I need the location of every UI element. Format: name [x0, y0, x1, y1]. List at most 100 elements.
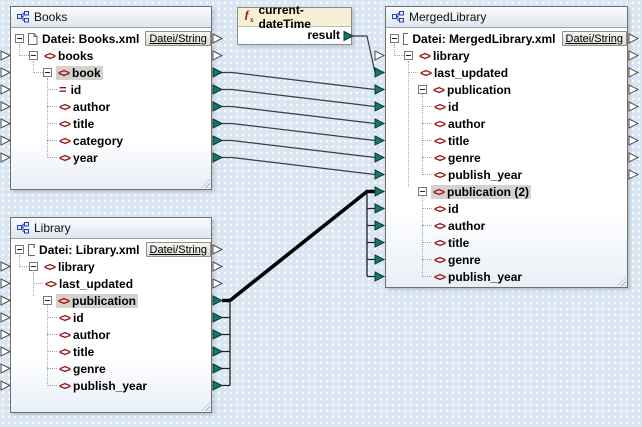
file-row[interactable]: Datei: Library.xml Datei/String: [11, 241, 211, 258]
wire-result-to-last-updated[interactable]: [353, 35, 376, 73]
books-in-books-connector[interactable]: [0, 50, 11, 61]
library-out-id-connector[interactable]: [212, 312, 223, 323]
books-out-file-connector[interactable]: [212, 33, 223, 44]
merged-in-author2-connector[interactable]: [374, 220, 385, 231]
wire-publication2-children-bus[interactable]: [366, 191, 375, 278]
merged-out-last-updated-connector[interactable]: [628, 67, 639, 78]
merged-in-publish-year2-connector[interactable]: [374, 271, 385, 282]
merged-in-genre2-connector[interactable]: [374, 254, 385, 265]
collapse-icon[interactable]: [404, 51, 413, 60]
books-in-author-connector[interactable]: [0, 101, 11, 112]
wire-author-to-author[interactable]: [222, 105, 376, 125]
merged-in-genre-connector[interactable]: [374, 152, 385, 163]
books-out-books-connector[interactable]: [212, 50, 223, 61]
tree-node-genre[interactable]: genre: [386, 251, 627, 268]
books-in-book-connector[interactable]: [0, 67, 11, 78]
library-in-last-updated-connector[interactable]: [0, 278, 11, 289]
library-in-publish-year-connector[interactable]: [0, 380, 11, 391]
library-out-title-connector[interactable]: [212, 346, 223, 357]
tree-node-last-updated[interactable]: last_updated: [386, 64, 627, 81]
merged-out-publication-connector[interactable]: [628, 84, 639, 95]
merged-in-title2-connector[interactable]: [374, 237, 385, 248]
tree-node-genre[interactable]: genre: [11, 360, 211, 377]
collapse-icon[interactable]: [418, 187, 427, 196]
wire-category-to-genre[interactable]: [222, 139, 376, 159]
tree-node-genre[interactable]: genre: [386, 149, 627, 166]
wire-book-to-publication[interactable]: [222, 71, 376, 91]
wire-publication-to-publication2[interactable]: [222, 189, 375, 303]
tree-node-author[interactable]: author: [386, 115, 627, 132]
books-out-category-connector[interactable]: [212, 135, 223, 146]
mergedlibrary-component[interactable]: MergedLibrary Datei: MergedLibrary.xml: [385, 6, 628, 288]
mergedlibrary-component-header[interactable]: MergedLibrary: [386, 7, 627, 28]
function-header[interactable]: current-dateTime: [238, 3, 351, 31]
merged-in-publication2-connector[interactable]: [374, 186, 385, 197]
tree-node-publication-2[interactable]: publication (2): [386, 183, 627, 200]
collapse-icon[interactable]: [390, 34, 399, 43]
merged-in-title-connector[interactable]: [374, 135, 385, 146]
tree-node-publish-year[interactable]: publish_year: [11, 377, 211, 394]
tree-node-publish-year[interactable]: publish_year: [386, 166, 627, 183]
library-in-title-connector[interactable]: [0, 346, 11, 357]
merged-in-publish-year-connector[interactable]: [374, 169, 385, 180]
resize-grip[interactable]: [617, 277, 626, 286]
books-out-author-connector[interactable]: [212, 101, 223, 112]
function-result-row[interactable]: result: [238, 27, 351, 43]
books-out-title-connector[interactable]: [212, 118, 223, 129]
books-in-year-connector[interactable]: [0, 152, 11, 163]
library-in-id-connector[interactable]: [0, 312, 11, 323]
books-in-category-connector[interactable]: [0, 135, 11, 146]
tree-node-books[interactable]: books: [11, 47, 211, 64]
tree-node-author[interactable]: author: [386, 217, 627, 234]
library-out-library-connector[interactable]: [212, 261, 223, 272]
tree-node-author[interactable]: author: [11, 326, 211, 343]
tree-node-author[interactable]: author: [11, 98, 211, 115]
books-out-id-connector[interactable]: [212, 84, 223, 95]
books-out-book-connector[interactable]: [212, 67, 223, 78]
tree-node-title[interactable]: title: [386, 234, 627, 251]
collapse-icon[interactable]: [29, 262, 38, 271]
tree-node-id[interactable]: id: [386, 98, 627, 115]
resize-grip[interactable]: [201, 402, 210, 411]
wire-library-children-bus[interactable]: [222, 300, 231, 387]
books-in-title-connector[interactable]: [0, 118, 11, 129]
library-component-header[interactable]: Library: [11, 218, 211, 239]
collapse-icon[interactable]: [29, 51, 38, 60]
tree-node-title[interactable]: title: [386, 132, 627, 149]
tree-node-publication[interactable]: publication: [386, 81, 627, 98]
collapse-icon[interactable]: [15, 245, 24, 254]
tree-node-publish-year[interactable]: publish_year: [386, 268, 627, 285]
tree-node-id[interactable]: id: [386, 200, 627, 217]
merged-in-publication-connector[interactable]: [374, 84, 385, 95]
current-datetime-function[interactable]: current-dateTime result: [237, 3, 352, 45]
merged-out-genre-connector[interactable]: [628, 152, 639, 163]
library-component[interactable]: Library Datei: Library.xml Datei/String …: [10, 217, 212, 413]
books-in-id-connector[interactable]: [0, 84, 11, 95]
tree-node-title[interactable]: title: [11, 343, 211, 360]
library-in-publication-connector[interactable]: [0, 295, 11, 306]
tree-node-category[interactable]: category: [11, 132, 211, 149]
tree-node-title[interactable]: title: [11, 115, 211, 132]
merged-out-title-connector[interactable]: [628, 135, 639, 146]
file-row[interactable]: Datei: MergedLibrary.xml Datei/String: [386, 30, 627, 47]
resize-grip[interactable]: [201, 179, 210, 188]
merged-in-id-connector[interactable]: [374, 101, 385, 112]
books-component-header[interactable]: Books: [11, 7, 211, 28]
library-out-author-connector[interactable]: [212, 329, 223, 340]
merged-out-library-connector[interactable]: [628, 50, 639, 61]
merged-in-id2-connector[interactable]: [374, 203, 385, 214]
library-out-file-connector[interactable]: [212, 244, 223, 255]
merged-out-publish-year-connector[interactable]: [628, 169, 639, 180]
library-out-publication-connector[interactable]: [212, 295, 223, 306]
merged-out-author-connector[interactable]: [628, 118, 639, 129]
merged-in-last-updated-connector[interactable]: [374, 67, 385, 78]
tree-node-library[interactable]: library: [386, 47, 627, 64]
file-string-button[interactable]: Datei/String: [561, 31, 627, 46]
collapse-icon[interactable]: [15, 34, 24, 43]
wire-title-to-title[interactable]: [222, 122, 376, 142]
collapse-icon[interactable]: [43, 296, 52, 305]
file-row[interactable]: Datei: Books.xml Datei/String: [11, 30, 211, 47]
tree-node-last-updated[interactable]: last_updated: [11, 275, 211, 292]
tree-node-id[interactable]: id: [11, 81, 211, 98]
library-in-author-connector[interactable]: [0, 329, 11, 340]
